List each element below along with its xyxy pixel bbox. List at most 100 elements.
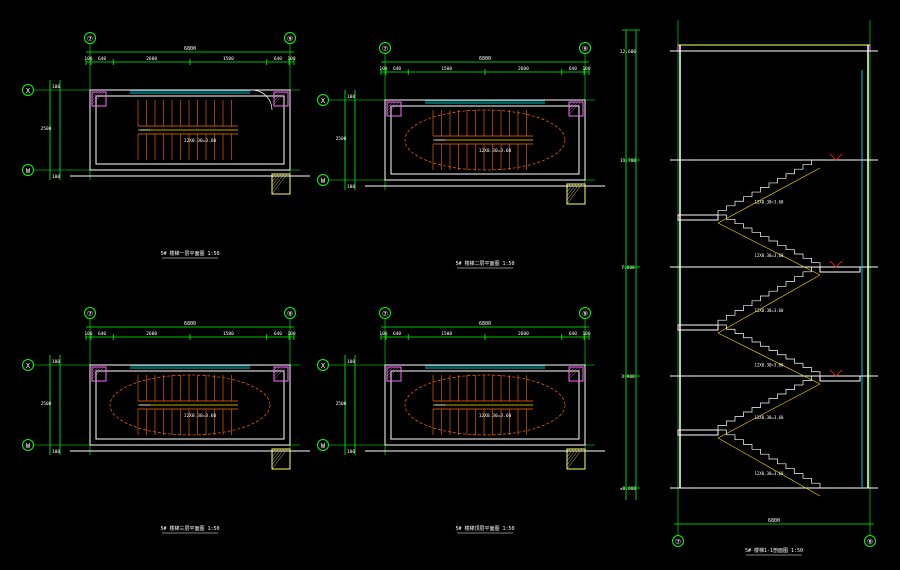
footing-hatch	[271, 448, 288, 470]
axis-label: ⑨	[287, 35, 293, 43]
wall-outline	[384, 99, 586, 181]
side-dimension: 100	[52, 84, 60, 90]
column-hatch	[568, 366, 582, 380]
flight-label: 12X0.30=3.60	[755, 471, 784, 476]
axis-circle	[22, 164, 34, 176]
axis-label: W	[26, 167, 31, 175]
footing	[566, 183, 586, 205]
side-dimension: 2500	[41, 401, 52, 407]
axis-circle	[317, 439, 329, 451]
axis-left-x: X	[22, 84, 34, 96]
stair-flight	[717, 375, 820, 430]
axis-top-right: ⑨	[284, 307, 296, 319]
footing-hatch	[271, 173, 276, 179]
axis-left-x: X	[317, 94, 329, 106]
axis-bottom-left: ⑦	[672, 535, 684, 547]
axis-top-right: ⑨	[284, 32, 296, 44]
axis-circle	[317, 94, 329, 106]
footing-hatch	[271, 448, 276, 454]
footing-hatch	[566, 448, 583, 470]
axis-left-x: X	[22, 359, 34, 371]
oval-path	[109, 374, 271, 436]
column	[91, 91, 107, 107]
stair-flight	[718, 214, 821, 267]
sub-dimension: 2600	[518, 66, 529, 72]
sub-dimension: 1500	[441, 331, 452, 337]
flight-label: 12X0.30=3.60	[479, 413, 512, 419]
axis-label: ⑨	[582, 310, 588, 318]
level-label: 3.900	[621, 374, 635, 380]
column	[273, 91, 289, 107]
column	[386, 366, 402, 382]
column-hatch	[386, 101, 400, 115]
sub-dimension: 2600	[146, 331, 157, 337]
column-hatch	[568, 101, 573, 106]
axis-label: W	[26, 442, 31, 450]
flight-label: 12X0.30=3.60	[755, 363, 784, 368]
column-hatch	[386, 366, 400, 380]
sub-dimension: 640	[274, 56, 282, 62]
column-hatch	[568, 366, 576, 374]
sub-dimension: 100	[582, 66, 590, 72]
footing-hatch	[566, 183, 580, 201]
column-hatch	[91, 366, 96, 371]
axis-label: W	[321, 442, 326, 450]
side-dimension: 100	[52, 449, 60, 455]
wall-inner	[390, 370, 580, 440]
flight-soffit	[717, 274, 821, 334]
roof-slab	[677, 44, 871, 52]
level-label: 11.700	[620, 158, 637, 164]
sub-dimension: 640	[393, 66, 401, 72]
flight-soffit	[717, 332, 821, 385]
oval-path	[404, 374, 566, 436]
side-dimension: 100	[347, 184, 355, 190]
column-hatch	[386, 101, 391, 106]
axis-circle	[84, 32, 96, 44]
axis-left-w: W	[22, 164, 34, 176]
footing-hatch	[566, 448, 577, 462]
column-hatch	[568, 366, 579, 377]
footing-hatch	[271, 173, 285, 191]
column-hatch	[273, 91, 287, 105]
column-hatch	[91, 366, 99, 374]
sub-dimension: 2600	[518, 331, 529, 337]
axis-circle	[579, 307, 591, 319]
axis-label: ⑨	[582, 45, 588, 53]
landing-slab	[677, 324, 719, 331]
footing-hatch	[566, 183, 571, 189]
axis-circle	[22, 359, 34, 371]
sub-dimension: 640	[98, 331, 106, 337]
flight-soffit	[717, 383, 821, 439]
footing-hatch	[271, 173, 282, 187]
flight-label: 12X0.30=3.60	[755, 308, 784, 313]
stair-flight	[718, 324, 821, 376]
side-dimension: 100	[347, 449, 355, 455]
axis-label: X	[26, 362, 31, 370]
landing-slab	[677, 429, 719, 436]
axis-label: ⑦	[382, 45, 388, 53]
column-hatch	[273, 366, 278, 371]
footing-hatch	[566, 448, 580, 466]
axis-bottom-right: ⑨	[864, 535, 876, 547]
column	[91, 366, 107, 382]
side-dimension: 2500	[336, 136, 347, 142]
column-hatch	[568, 101, 582, 115]
landing-slab	[819, 375, 861, 382]
footing	[271, 448, 291, 470]
oval-path	[404, 109, 566, 171]
sub-dimension: 1500	[223, 331, 234, 337]
sub-dimension: 640	[98, 56, 106, 62]
sub-dimension: 100	[379, 331, 387, 337]
sub-dimension: 640	[393, 331, 401, 337]
axis-left-w: W	[317, 174, 329, 186]
axis-label: X	[26, 87, 31, 95]
axis-circle	[864, 535, 876, 547]
axis-label: W	[321, 177, 326, 185]
footing	[566, 448, 586, 470]
column-hatch	[273, 91, 278, 96]
column-hatch	[568, 101, 576, 109]
